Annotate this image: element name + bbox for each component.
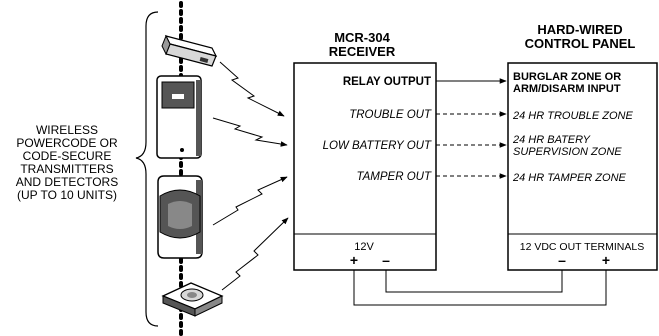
transmitters-label-line-3: CODE-SECURE [23,149,112,163]
receiver-title-line-2: RECEIVER [329,44,396,59]
transmitters-label-line-6: (UP TO 10 UNITS) [17,188,117,202]
panel-plus-terminal: + [602,252,610,268]
trouble-out-label: TROUBLE OUT [349,109,432,121]
door-contact-transmitter-icon [161,34,218,67]
tamper-zone-label: 24 HR TAMPER ZONE [512,172,627,184]
burglar-zone-label-line-1: BURGLAR ZONE OR [513,71,621,83]
transmitters-label-line-5: AND DETECTORS [16,175,118,189]
motion-detector-icon [157,175,203,259]
transmitters-label-line-1: WIRELESS [36,123,98,137]
transmitters-label: WIRELESS POWERCODE OR CODE-SECURE TRANSM… [16,123,118,202]
receiver-title-line-1: MCR-304 [334,30,390,45]
grouping-brace [135,11,159,327]
receiver: MCR-304 RECEIVER RELAY OUTPUT TROUBLE OU… [293,30,437,271]
battery-zone-label-line-2: SUPERVISION ZONE [513,146,622,158]
control-panel: HARD-WIRED CONTROL PANEL BURGLAR ZONE OR… [507,22,658,271]
negative-wire [385,270,563,293]
burglar-zone-label-line-2: ARM/DISARM INPUT [513,83,621,95]
transmitters-label-line-2: POWERCODE OR [16,136,118,150]
glass-break-detector-icon [161,282,224,317]
low-battery-out-label: LOW BATTERY OUT [323,140,432,152]
wireless-signal-arrows [212,61,289,291]
panel-title-line-1: HARD-WIRED [537,22,622,37]
receiver-12v-label: 12V [354,241,374,253]
output-connections [436,78,507,179]
receiver-minus-terminal: – [382,252,390,268]
terminals-label: 12 VDC OUT TERMINALS [520,241,644,253]
panel-minus-terminal: – [558,252,566,268]
panel-box [507,62,658,271]
wireless-transmitter-icon [156,75,202,159]
tamper-out-label: TAMPER OUT [356,171,432,183]
receiver-plus-terminal: + [350,252,358,268]
power-wiring [353,270,607,306]
positive-wire [353,270,607,306]
panel-title-line-2: CONTROL PANEL [525,36,636,51]
receiver-box [293,62,437,271]
relay-output-label: RELAY OUTPUT [343,76,431,88]
battery-zone-label-line-1: 24 HR BATERY [512,134,591,146]
transmitters-label-line-4: TRANSMITTERS [20,162,113,176]
trouble-zone-label: 24 HR TROUBLE ZONE [512,110,633,122]
